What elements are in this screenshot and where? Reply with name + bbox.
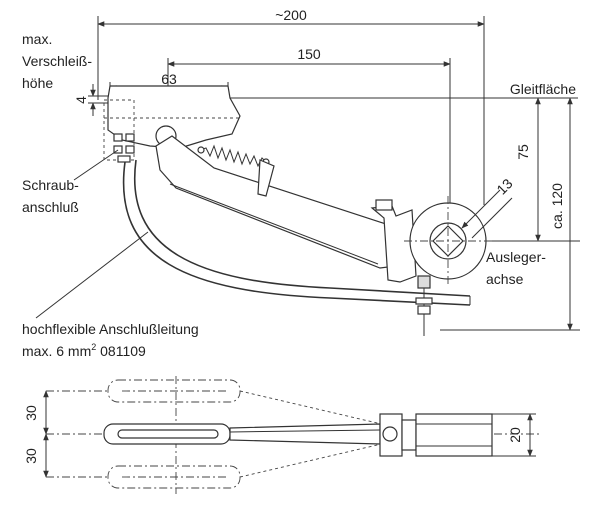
dimension-height-120: ca. 120 [440,97,580,331]
collector-arm [155,135,397,269]
sliding-surface-label: Gleitfläche [510,81,576,97]
dimension-200-label: ~200 [275,7,307,23]
dimension-13-label: 13 [493,175,515,197]
dimension-30-top-label: 30 [23,405,39,421]
screw-connection-label-2: anschluß [22,199,79,215]
dimension-wear-4: 4 [73,84,108,116]
dimension-offset-30: 30 30 [23,390,49,478]
boom-axis-label-2: achse [486,271,524,287]
sliding-surface-line: Gleitfläche [230,81,578,99]
shoe-swing-positions [107,376,391,494]
dimension-overall-length: ~200 [97,7,485,205]
dimension-30-bottom-label: 30 [23,448,39,464]
boom-axis-label-1: Ausleger- [486,249,546,265]
dimension-75-label: 75 [515,144,531,160]
arm-bracket-plan [379,413,493,457]
dimension-63-label: 63 [161,71,177,87]
wear-height-label-1: max. [22,31,52,47]
cable-label-2: max. 6 mm2 081109 [22,342,146,359]
flexible-cable [122,159,471,306]
screw-connection-leader [73,149,119,181]
cable-label-1: hochflexible Anschlußleitung [22,321,199,337]
dimension-150-label: 150 [297,46,321,62]
arm-bracket [370,199,433,336]
screw-terminals [113,133,135,163]
dimension-height-75: 75 [488,97,580,242]
dimension-width-20: 20 [492,413,536,457]
boom-axis [404,196,492,286]
dimension-120-label: ca. 120 [549,183,565,229]
contact-shoe-plan [103,423,381,445]
contact-shoe [103,85,241,161]
tension-spring [197,144,275,197]
wear-height-label-2: Verschleiß- [22,53,92,69]
cable-leader [35,231,149,319]
screw-connection-label-1: Schraub- [22,177,79,193]
dimension-20-label: 20 [507,427,523,443]
dimension-4-label: 4 [73,96,89,104]
wear-height-label-3: höhe [22,75,53,91]
